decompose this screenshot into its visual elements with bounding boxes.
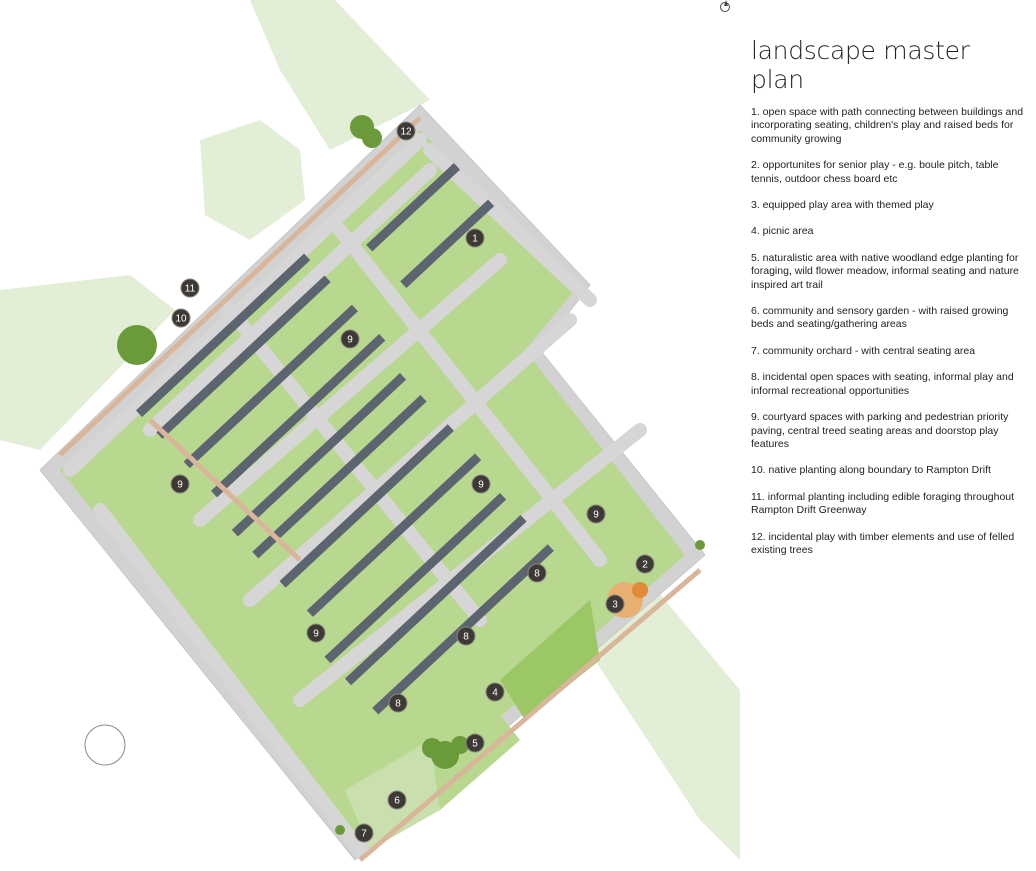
legend-item: 4. picnic area <box>751 225 814 238</box>
legend-item: 12. incidental play with timber elements… <box>751 530 1015 556</box>
legend-item: 9. courtyard spaces with parking and ped… <box>751 411 1009 450</box>
map-marker-label: 11 <box>185 284 196 295</box>
map-marker-label: 1 <box>472 234 478 245</box>
map-marker-label: 5 <box>472 739 478 750</box>
legend-item: 11. informal planting including edible f… <box>751 490 1015 517</box>
map-marker-11: 11 <box>180 278 200 298</box>
map-marker-2: 2 <box>635 554 655 574</box>
map-marker-9: 9 <box>306 623 326 643</box>
legend-item: 7. community orchard - with central seat… <box>751 344 976 357</box>
map-marker-3: 3 <box>605 594 625 614</box>
map-marker-label: 9 <box>177 480 183 491</box>
map-marker-label: 4 <box>492 688 498 699</box>
map-marker-9: 9 <box>471 474 491 494</box>
map-marker-6: 6 <box>387 790 407 810</box>
map-marker-4: 4 <box>485 682 505 702</box>
legend-item: 5. naturalistic area with native woodlan… <box>751 251 1019 291</box>
map-marker-5: 5 <box>465 733 485 753</box>
map-marker-label: 8 <box>395 699 401 710</box>
map-marker-7: 7 <box>354 823 374 843</box>
legend-item: 6. community and sensory garden - with r… <box>751 305 1009 331</box>
map-marker-label: 9 <box>313 629 319 640</box>
map-marker-label: 9 <box>478 480 484 491</box>
north-arrow-icon <box>720 0 730 12</box>
map-marker-8: 8 <box>527 563 547 583</box>
map-marker-label: 8 <box>534 569 540 580</box>
paved-paths <box>58 116 702 862</box>
tree-clusters <box>117 115 705 835</box>
map-marker-label: 9 <box>593 510 599 521</box>
map-marker-8: 8 <box>456 626 476 646</box>
scale-circle <box>84 724 126 766</box>
map-marker-label: 9 <box>347 335 353 346</box>
legend-item: 8. incidental open spaces with seating, … <box>751 371 1014 397</box>
legend-panel: landscape master plan 1. open space with… <box>751 36 1029 570</box>
map-marker-8: 8 <box>388 693 408 713</box>
building-terraces <box>135 163 554 715</box>
legend-list: 1. open space with path connecting betwe… <box>751 106 1029 557</box>
legend-item: 10. native planting along boundary to Ra… <box>751 464 991 477</box>
map-marker-label: 2 <box>642 560 648 571</box>
map-marker-label: 6 <box>394 796 400 807</box>
map-marker-9: 9 <box>170 474 190 494</box>
map-marker-1: 1 <box>465 228 485 248</box>
map-marker-10: 10 <box>171 308 191 328</box>
map-marker-label: 7 <box>361 829 367 840</box>
map-marker-label: 10 <box>175 314 187 325</box>
legend-item: 1. open space with path connecting betwe… <box>751 106 1024 145</box>
map-marker-9: 9 <box>340 329 360 349</box>
map-marker-12: 12 <box>396 121 416 141</box>
legend-item: 3. equipped play area with themed play <box>751 199 934 212</box>
legend-item: 2. opportunites for senior play - e.g. b… <box>751 159 999 185</box>
map-marker-9: 9 <box>586 504 606 524</box>
map-marker-label: 3 <box>612 600 618 611</box>
map-marker-label: 8 <box>463 632 469 643</box>
page-title: landscape master plan <box>751 36 970 94</box>
map-marker-label: 12 <box>400 127 412 138</box>
